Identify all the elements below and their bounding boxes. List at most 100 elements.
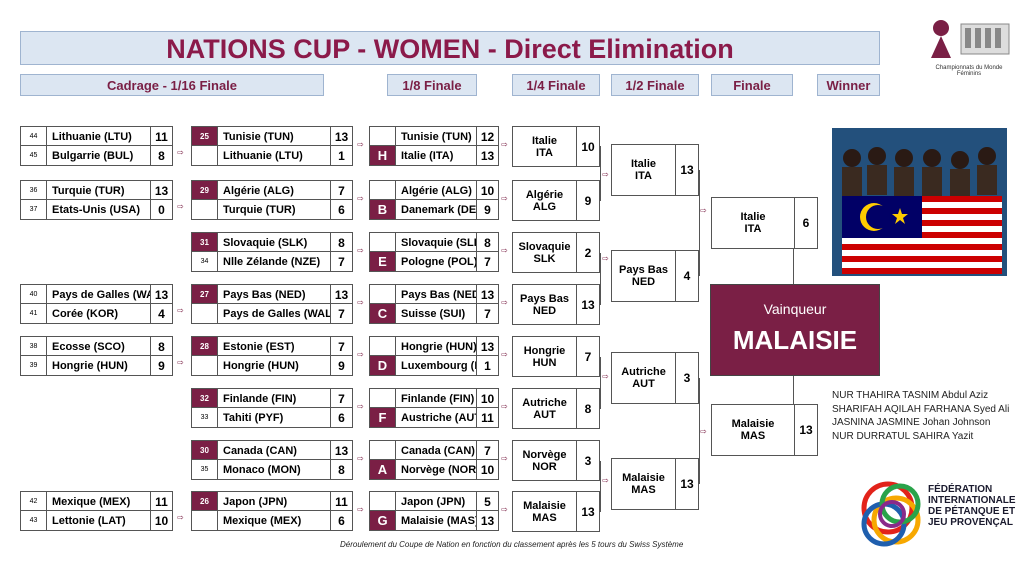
team-name: Slovaquie (SLK) xyxy=(401,237,476,249)
team-name: Etats-Unis (USA) xyxy=(52,204,141,216)
advance-arrow-icon: ⇨ xyxy=(357,140,364,149)
team-name: Japon (JPN) xyxy=(223,496,288,508)
seed-number: 43 xyxy=(21,511,47,530)
team-name: Nlle Zélande (NZE) xyxy=(223,256,321,268)
bracket-score: 4 xyxy=(683,269,691,283)
seed-number xyxy=(370,389,396,407)
bracket-score: 3 xyxy=(584,453,592,468)
team-score: 7 xyxy=(330,181,352,199)
header-sf: 1/2 Finale xyxy=(611,74,699,96)
seed-number: B xyxy=(370,200,396,219)
team-score: 1 xyxy=(476,356,498,375)
bracket-connector xyxy=(793,376,794,404)
bracket-score: 2 xyxy=(584,245,592,260)
team-name: Pays Bas (NED) xyxy=(223,289,306,301)
team-score: 11 xyxy=(150,492,172,510)
header-qf: 1/4 Finale xyxy=(512,74,600,96)
bracket-team-name: Italie xyxy=(630,158,657,170)
team-score: 12 xyxy=(476,127,498,145)
team-score: 7 xyxy=(476,304,498,323)
bracket-team-name: Algérie xyxy=(525,188,564,201)
bracket-score: 13 xyxy=(799,423,813,437)
footnote: Déroulement du Coupe de Nation en foncti… xyxy=(340,540,684,549)
team-name: Japon (JPN) xyxy=(401,496,466,508)
team-name: Mexique (MEX) xyxy=(52,496,131,508)
bracket-team-code: ALG xyxy=(532,200,557,213)
match-row: 36 Turquie (TUR) 13 xyxy=(20,180,173,200)
team-name: Turquie (TUR) xyxy=(52,185,125,197)
bracket-team-code: MAS xyxy=(631,484,656,496)
advance-arrow-icon: ⇨ xyxy=(357,194,364,203)
seed-number xyxy=(370,181,396,199)
team-name: Monaco (MON) xyxy=(223,464,301,476)
team-name: Ecosse (SCO) xyxy=(52,341,125,353)
team-score: 13 xyxy=(330,285,352,303)
header-final: Finale xyxy=(711,74,793,96)
team-name: Austriche (AUT) xyxy=(401,412,476,424)
team-name: Canada (CAN) xyxy=(223,445,297,457)
team-score: 7 xyxy=(330,389,352,407)
seed-number: 36 xyxy=(21,181,47,199)
team-name: Pologne (POL) xyxy=(401,256,476,268)
team-score: 13 xyxy=(150,181,172,199)
seed-number: 44 xyxy=(21,127,47,145)
seed-number xyxy=(192,200,218,219)
bracket-team-code: HUN xyxy=(532,356,557,369)
team-name: Finlande (FIN) xyxy=(401,393,475,405)
seed-number: 38 xyxy=(21,337,47,355)
team-name: Danemark (DEN) xyxy=(401,204,476,216)
team-name: Bulgarrie (BUL) xyxy=(52,150,134,162)
team-name: Hongrie (HUN) xyxy=(223,360,299,372)
seed-number: 30 xyxy=(192,441,218,459)
team-score: 11 xyxy=(150,127,172,145)
team-score: 0 xyxy=(150,200,172,219)
seed-number: 41 xyxy=(21,304,47,323)
team-score: 11 xyxy=(330,492,352,510)
advance-arrow-icon: ⇨ xyxy=(177,358,184,367)
seed-number: 33 xyxy=(192,408,218,427)
seed-number: 34 xyxy=(192,252,218,271)
seed-number xyxy=(370,492,396,510)
team-score: 6 xyxy=(330,511,352,530)
advance-arrow-icon: ⇨ xyxy=(177,148,184,157)
bracket-team-name: Autriche xyxy=(621,366,666,378)
team-score: 10 xyxy=(476,460,498,479)
team-score: 8 xyxy=(330,460,352,479)
page-title: NATIONS CUP - WOMEN - Direct Elimination xyxy=(20,31,880,65)
seed-number: F xyxy=(370,408,396,427)
bracket-connector xyxy=(600,357,601,409)
player-name: NUR THAHIRA TASNIM Abdul Aziz xyxy=(832,390,989,401)
championship-logo-top: Championnats du Monde xyxy=(935,65,1003,71)
bracket-score: 8 xyxy=(584,401,592,416)
seed-number: 26 xyxy=(192,492,218,510)
player-name: SHARIFAH AQILAH FARHANA Syed Ali xyxy=(832,403,1010,415)
team-name: Corée (KOR) xyxy=(52,308,119,320)
bracket-connector xyxy=(600,253,601,305)
